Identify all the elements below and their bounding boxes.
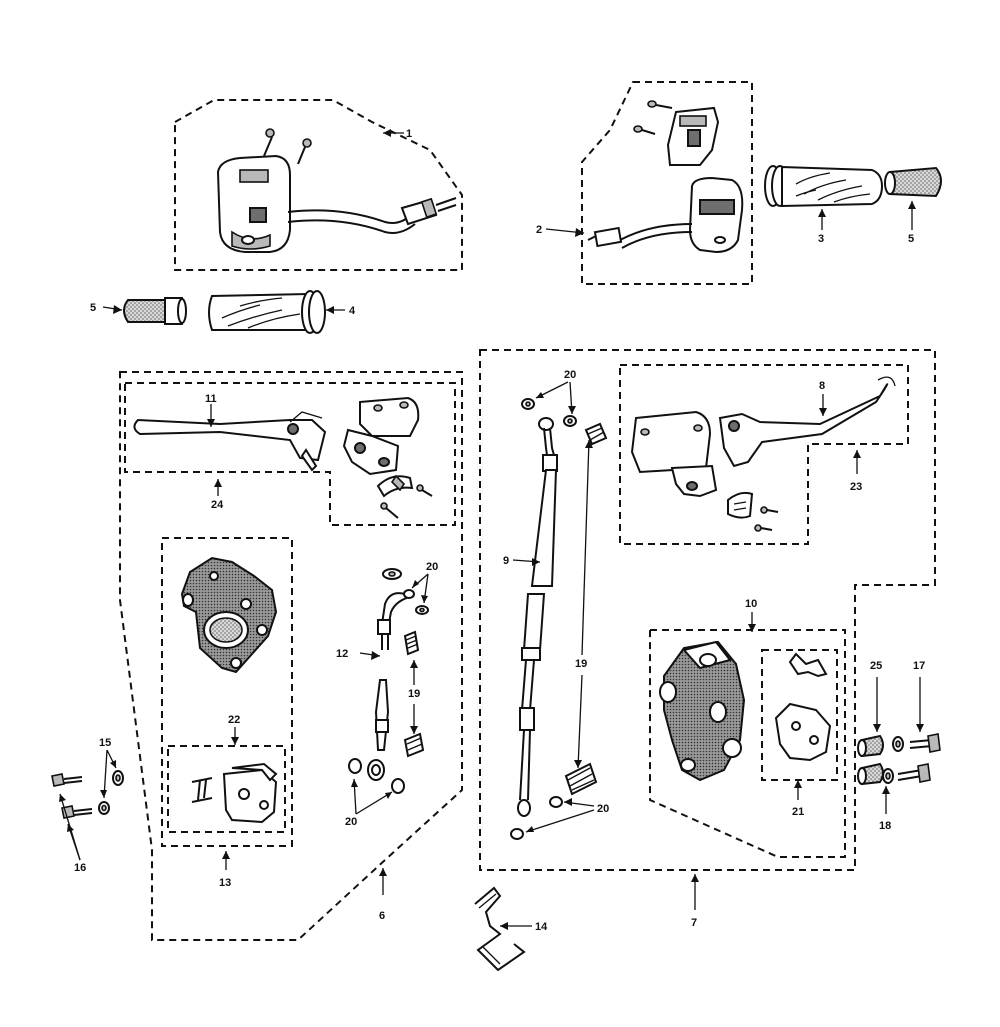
screw-icon [754, 524, 773, 532]
right-master-cylinder-clamp [727, 491, 754, 519]
callout-4: 4 [349, 305, 356, 317]
callout-20: 20 [426, 561, 438, 573]
callout-5: 5 [908, 233, 914, 245]
hose-clip: 14 [474, 886, 548, 972]
callout-1: 1 [406, 128, 412, 140]
right-switch-upper-housing [666, 106, 720, 166]
callout-24: 24 [211, 499, 224, 511]
callout-3: 3 [818, 233, 824, 245]
group-left-brake-system: 11 24 [119, 371, 463, 941]
callout-23: 23 [850, 481, 862, 493]
left-brake-lever [133, 411, 327, 472]
left-brake-pads [191, 762, 278, 824]
callout-11: 11 [205, 393, 217, 405]
callout-7: 7 [691, 917, 697, 929]
loose-bolts-left: 15 16 [51, 737, 124, 874]
callout-10: 10 [745, 598, 757, 610]
left-bar-end: 5 [90, 297, 187, 325]
callout-17: 17 [913, 660, 925, 672]
right-master-cylinder [630, 410, 718, 498]
screw-icon [263, 128, 275, 157]
group-6-outline [119, 371, 463, 941]
callout-19: 19 [408, 688, 420, 700]
group-right-brake-system: 8 23 2 [479, 349, 936, 929]
group-left-switch-outline [174, 99, 463, 271]
right-brake-caliper [659, 640, 746, 782]
left-master-cylinder [342, 396, 420, 498]
left-switch-housing [216, 154, 291, 253]
callout-25: 25 [870, 660, 882, 672]
right-brake-hose [510, 398, 577, 840]
callout-15: 15 [99, 737, 111, 749]
group-23-outline [619, 364, 909, 545]
callout-22: 22 [228, 714, 240, 726]
callout-9: 9 [503, 555, 509, 567]
callout-13: 13 [219, 877, 231, 889]
callout-21: 21 [792, 806, 804, 818]
callout-20: 20 [345, 816, 357, 828]
spacer-icon [857, 734, 884, 758]
right-grip: 3 [764, 165, 884, 245]
callout-19: 19 [575, 658, 587, 670]
banjo-bolt [564, 762, 598, 796]
spacer-icon [857, 762, 884, 786]
left-brake-hose [348, 568, 429, 794]
group-24-outline [124, 382, 456, 526]
banjo-bolt [584, 422, 608, 446]
banjo-bolt [403, 732, 425, 758]
banjo-bolt [403, 630, 420, 656]
callout-20: 20 [597, 803, 609, 815]
left-grip: 4 [208, 290, 356, 334]
callout-20: 20 [564, 369, 576, 381]
bolt-icon [897, 763, 931, 783]
bolt-icon [909, 733, 941, 753]
screw-icon [633, 125, 656, 135]
callout-2: 2 [536, 224, 542, 236]
screw-icon [647, 100, 673, 109]
screw-icon [297, 138, 312, 165]
right-switch-lower-housing [688, 176, 744, 254]
callout-14: 14 [535, 921, 548, 933]
right-brake-pads [774, 652, 832, 762]
group-21-outline [761, 649, 838, 781]
bolt-icon [51, 773, 83, 787]
callout-8: 8 [819, 380, 825, 392]
washer-icon [892, 736, 904, 752]
group-left-switch: 1 [174, 99, 463, 271]
group-7-outline [479, 349, 936, 871]
washer-icon [112, 770, 124, 786]
group-22-outline [167, 745, 286, 833]
group-right-switch: 2 [536, 81, 753, 285]
left-brake-caliper [180, 556, 278, 674]
callout-12: 12 [336, 648, 348, 660]
callout-18: 18 [879, 820, 891, 832]
screw-icon [416, 484, 433, 497]
switch-cable [287, 209, 416, 234]
switch-connector [400, 197, 457, 226]
screw-icon [380, 502, 399, 519]
callout-16: 16 [74, 862, 86, 874]
washer-icon [98, 801, 110, 815]
switch-connector [587, 226, 623, 248]
right-brake-lever [718, 376, 896, 468]
callout-5: 5 [90, 302, 96, 314]
washer-icon [882, 768, 894, 784]
right-bar-end: 5 [884, 166, 942, 245]
callout-6: 6 [379, 910, 385, 922]
screw-icon [760, 506, 779, 514]
group-10-outline [649, 629, 846, 858]
loose-hardware-right: 25 17 18 [857, 660, 941, 832]
group-13-outline [161, 537, 293, 847]
switch-cable [619, 223, 693, 249]
